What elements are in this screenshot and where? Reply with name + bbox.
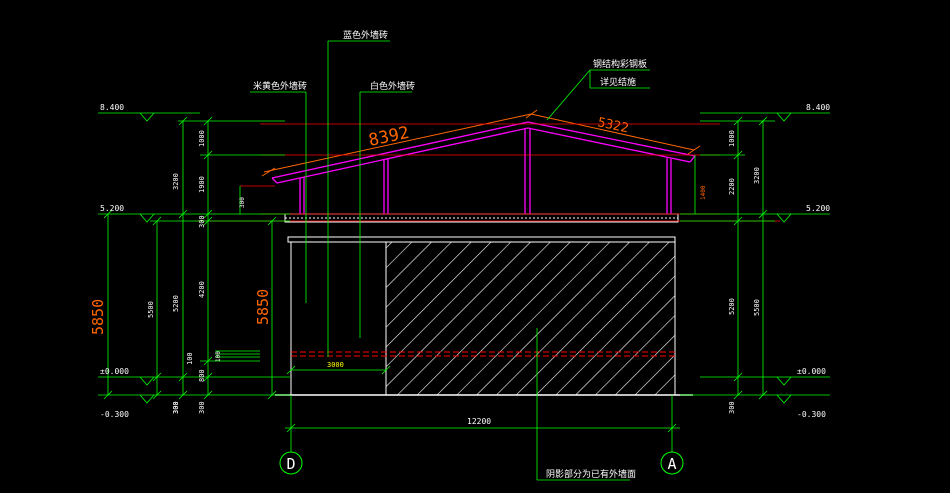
axis-bubble-a: A bbox=[660, 451, 684, 475]
dim-left-col2-mid: 5200 bbox=[172, 295, 180, 312]
right-dimension-chains bbox=[680, 112, 830, 404]
dim-overall-height-outer: 5850 bbox=[89, 299, 107, 335]
dim-left-col2-top: 3200 bbox=[172, 173, 180, 190]
label-blue-wall-tile: 蓝色外墙砖 bbox=[343, 29, 388, 41]
dim-left-small-b: 300 bbox=[239, 197, 246, 208]
existing-wall-hatch bbox=[385, 241, 676, 396]
elevation-right-zero: ±0.000 bbox=[797, 367, 826, 376]
left-dimension-chains bbox=[98, 112, 290, 404]
dim-right-col1-low: 5200 bbox=[728, 298, 736, 315]
roof-inner bbox=[276, 127, 691, 184]
axis-label-a: A bbox=[667, 455, 676, 473]
bottom-dimension-chain bbox=[285, 365, 680, 452]
axis-label-d: D bbox=[286, 455, 295, 473]
elevation-left-bottom: -0.300 bbox=[100, 410, 129, 419]
label-steel-roof-panel: 钢结构彩钢板 bbox=[593, 58, 647, 70]
dim-right-col1-mid: 2200 bbox=[728, 178, 736, 195]
dim-left-col1-mid: 5500 bbox=[147, 301, 155, 318]
elevation-left-zero: ±0.000 bbox=[100, 367, 129, 376]
elevation-right-eave: 5.200 bbox=[806, 204, 830, 213]
dim-left-col3-c: 4200 bbox=[198, 281, 206, 298]
ring-beam bbox=[287, 236, 676, 243]
dim-left-col3-e: 800 bbox=[198, 369, 206, 382]
dim-left-col2-bottom: 300 bbox=[172, 401, 180, 414]
label-rice-yellow-wall-tile: 米黄色外墙砖 bbox=[253, 80, 307, 92]
dim-total-width: 12200 bbox=[467, 417, 491, 426]
label-steel-roof-detail: 详见结施 bbox=[600, 76, 636, 88]
dim-wall-segment: 3000 bbox=[327, 361, 344, 369]
dim-left-col1-bottom: 300 bbox=[172, 401, 180, 414]
dim-left-col3-f: 300 bbox=[198, 401, 206, 414]
roof-right-slope-dim: 5322 bbox=[596, 115, 630, 136]
dim-right-col2-top: 3200 bbox=[753, 167, 761, 184]
dim-left-col3-top: 1000 bbox=[198, 130, 206, 147]
elevation-left-top: 8.400 bbox=[100, 103, 124, 112]
dim-right-col1-bottom: 300 bbox=[728, 401, 736, 414]
elevation-right-bottom: -0.300 bbox=[797, 410, 826, 419]
dim-small-right-vertical: 1400 bbox=[700, 185, 707, 200]
dim-left-small-a: 100 bbox=[215, 351, 222, 362]
axis-bubble-d: D bbox=[279, 451, 303, 475]
label-hatched-existing-wall: 阴影部分为已有外墙面 bbox=[546, 468, 636, 480]
elevation-left-eave: 5.200 bbox=[100, 204, 124, 213]
dim-overall-height-inner: 5850 bbox=[254, 289, 272, 325]
dim-left-col3-a: 1900 bbox=[198, 176, 206, 193]
dim-left-col3-b: 300 bbox=[198, 215, 206, 228]
reference-lines bbox=[195, 123, 780, 222]
dim-right-col2-mid: 5500 bbox=[753, 299, 761, 316]
tile-line bbox=[291, 351, 675, 357]
dim-left-col3-d: 100 bbox=[186, 352, 194, 365]
elevation-right-top: 8.400 bbox=[806, 103, 830, 112]
roof-outer bbox=[271, 121, 696, 179]
dim-right-col1-top: 1000 bbox=[728, 130, 736, 147]
steel-roof bbox=[271, 121, 696, 214]
roof-left-slope-dim: 8392 bbox=[367, 123, 411, 151]
callout-leaders bbox=[250, 40, 650, 481]
label-white-wall-tile: 白色外墙砖 bbox=[370, 80, 415, 92]
